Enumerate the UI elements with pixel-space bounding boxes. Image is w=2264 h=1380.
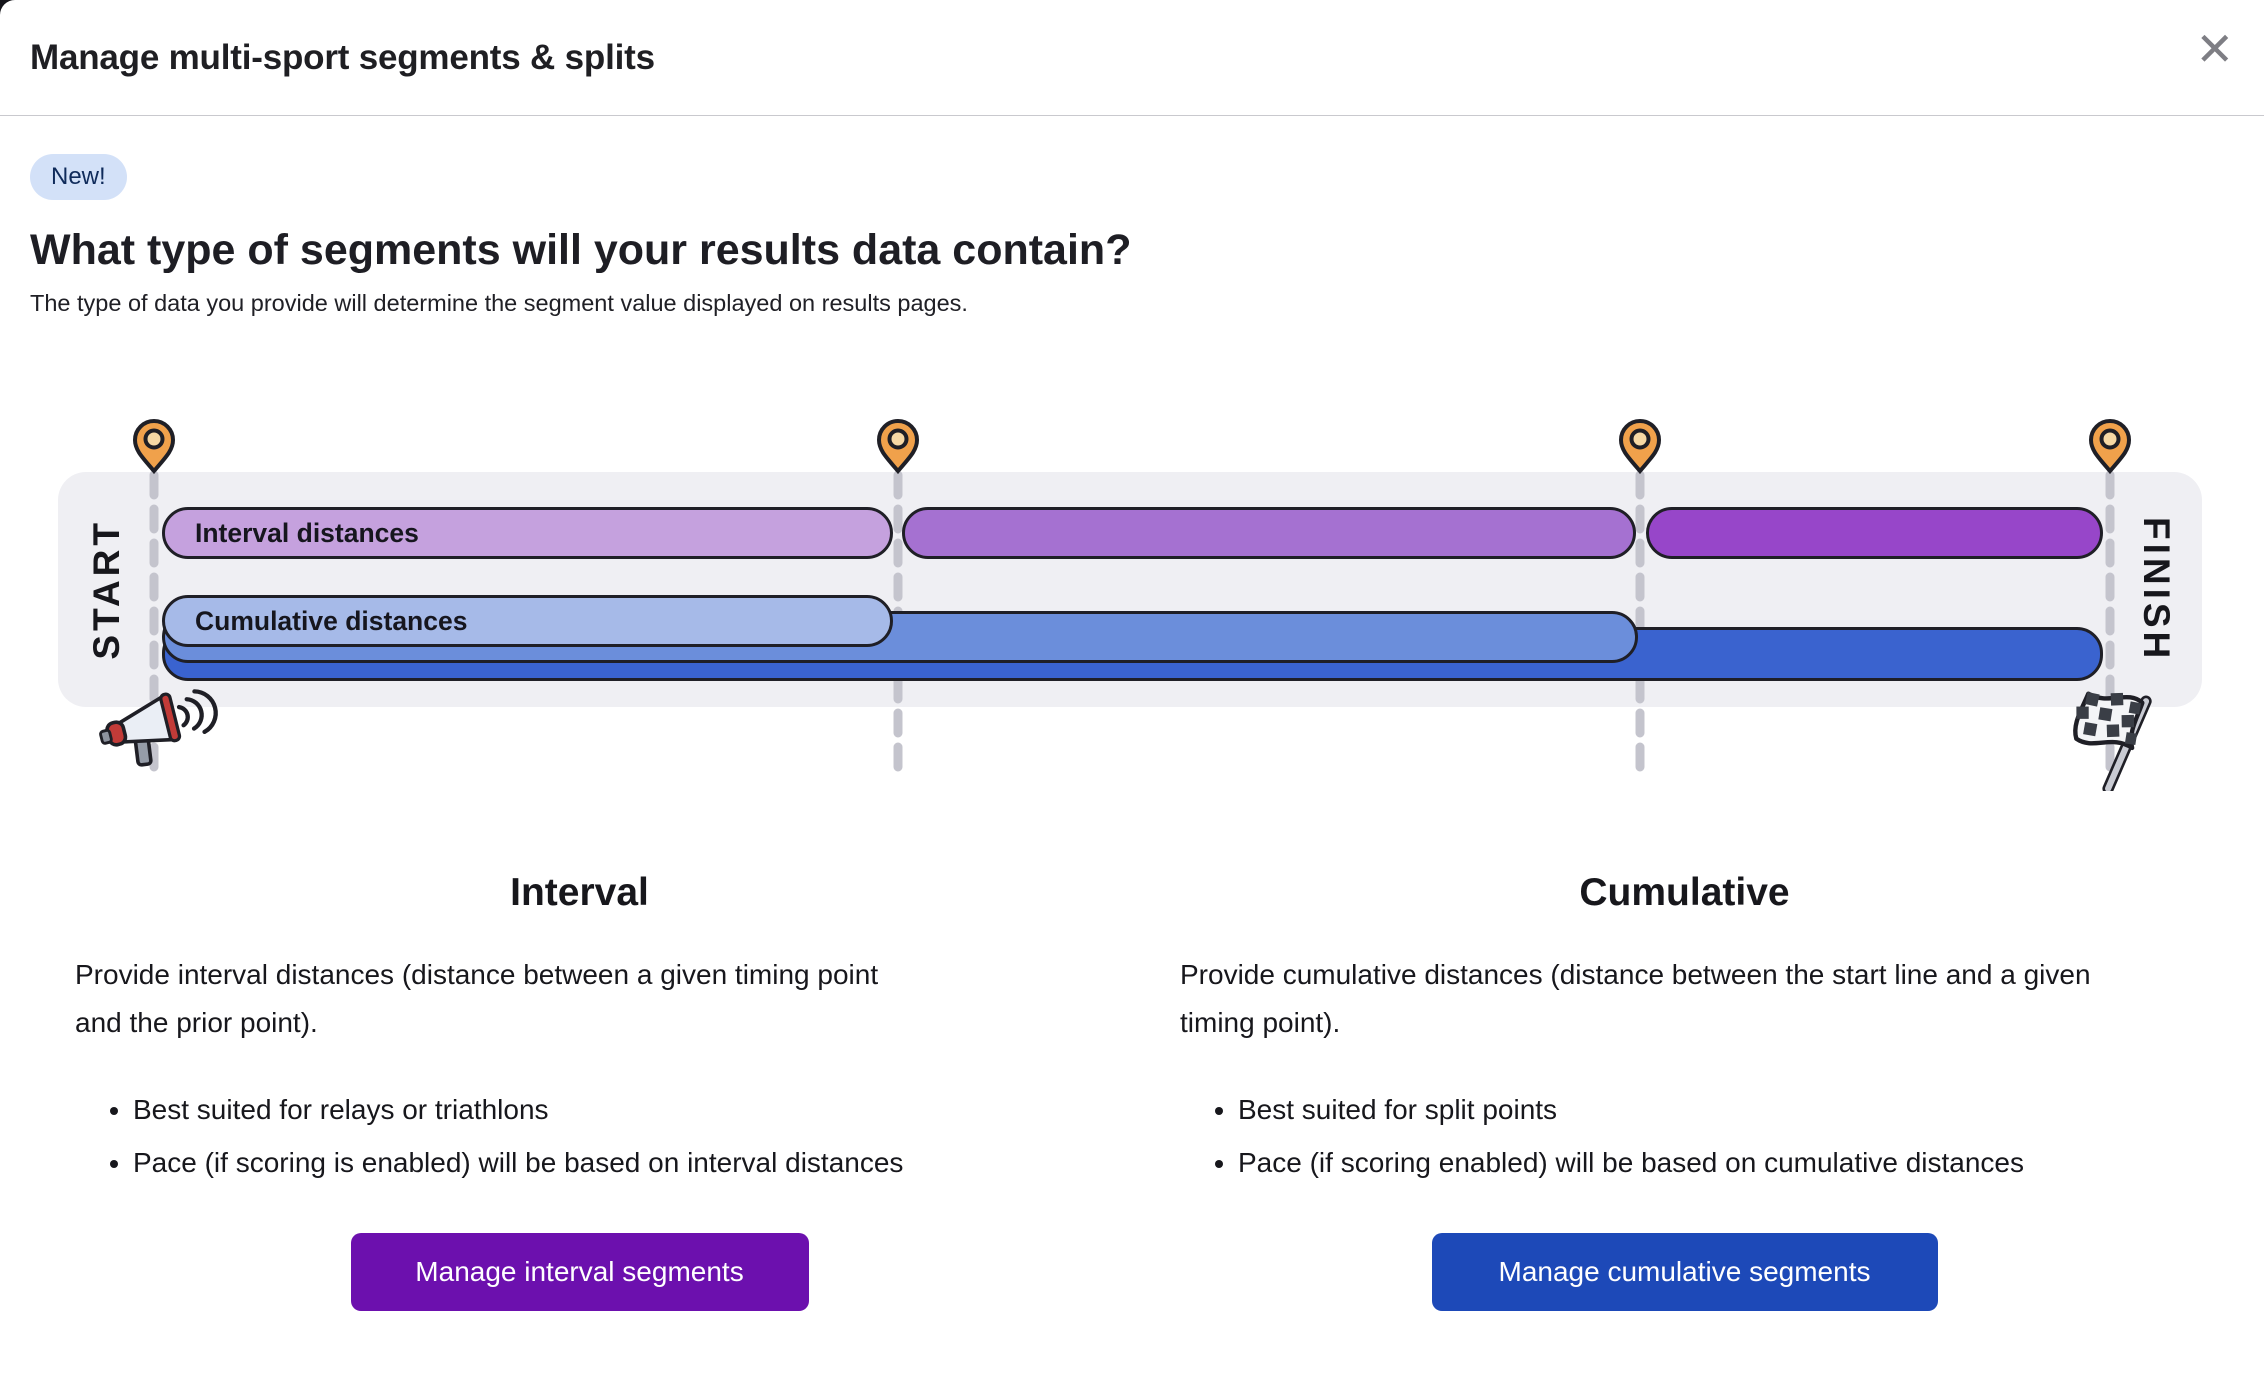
interval-bullet-2: Pace (if scoring is enabled) will be bas…	[133, 1143, 1084, 1184]
interval-column: Interval Provide interval distances (dis…	[75, 871, 1084, 1312]
finish-label: FINISH	[2136, 516, 2177, 663]
timing-pin-icon	[877, 419, 919, 473]
modal-title: Manage multi-sport segments & splits	[30, 37, 655, 77]
interval-bullet-1: Best suited for relays or triathlons	[133, 1090, 1084, 1131]
cumulative-bullet-2: Pace (if scoring enabled) will be based …	[1238, 1143, 2189, 1184]
start-label: START	[86, 519, 127, 660]
close-icon[interactable]: ✕	[2187, 18, 2242, 80]
cumulative-bar-segment-1: Cumulative distances	[162, 595, 893, 647]
timing-pin-icons	[133, 419, 2131, 473]
megaphone-icon	[99, 689, 218, 767]
timing-pin-icon	[133, 419, 175, 473]
interval-bar-segment-1: Interval distances	[162, 507, 893, 559]
cumulative-bar-label: Cumulative distances	[195, 605, 468, 636]
options-columns: Interval Provide interval distances (dis…	[30, 871, 2234, 1312]
interval-bar-label: Interval distances	[195, 517, 419, 548]
manage-interval-button[interactable]: Manage interval segments	[350, 1233, 809, 1312]
cumulative-description: Provide cumulative distances (distance b…	[1180, 959, 2091, 1038]
timing-pin-icon	[1619, 419, 1661, 473]
new-badge: New!	[30, 154, 127, 200]
cumulative-bullet-list: Best suited for split points Pace (if sc…	[1180, 1090, 2189, 1183]
page-subtitle: The type of data you provide will determ…	[30, 290, 968, 316]
modal-header: Manage multi-sport segments & splits ✕	[0, 0, 2264, 116]
cumulative-column: Cumulative Provide cumulative distances …	[1180, 871, 2189, 1312]
manage-cumulative-button[interactable]: Manage cumulative segments	[1431, 1233, 1938, 1312]
modal-body: New! What type of segments will your res…	[0, 116, 2264, 1312]
interval-heading: Interval	[510, 871, 649, 914]
page-title: What type of segments will your results …	[30, 226, 1132, 274]
timing-pin-icon	[2089, 419, 2131, 473]
interval-bullet-list: Best suited for relays or triathlons Pac…	[75, 1090, 1084, 1183]
cumulative-heading: Cumulative	[1579, 871, 1790, 914]
finish-flag-icon	[2073, 691, 2152, 791]
segments-diagram: Interval distances Cumulative distances …	[30, 409, 2234, 791]
diagram-decorations	[99, 419, 2152, 791]
interval-description: Provide interval distances (distance bet…	[75, 959, 879, 1038]
modal-corner-artifact	[0, 0, 16, 16]
interval-bar-segment-2	[902, 507, 1636, 559]
cumulative-bullet-1: Best suited for split points	[1238, 1090, 2189, 1131]
interval-bar-segment-3	[1646, 507, 2103, 559]
